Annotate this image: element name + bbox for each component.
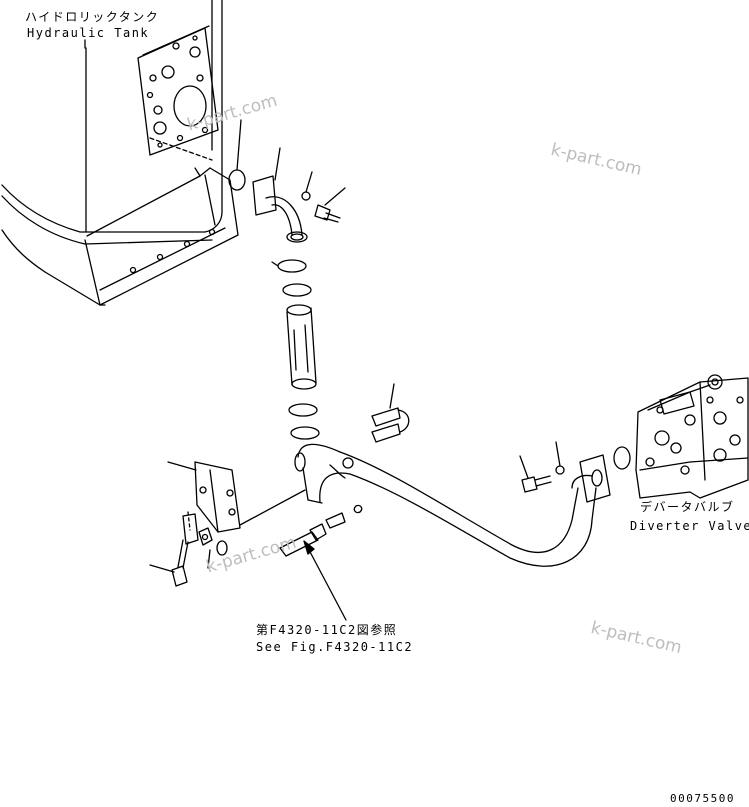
washer [555,465,565,475]
hose-clamp [282,283,312,297]
bolt-upper [314,187,346,223]
nut [198,527,213,546]
tank-flange-plate [137,25,219,161]
o-ring [613,446,631,470]
hose-fitting [371,383,410,443]
diverter-valve-label-en: Diverter Valve [630,519,749,533]
adapter-fitting [279,504,363,557]
bolt-lower [149,539,189,587]
right-elbow-flange [571,454,611,503]
see-figure-label-en: See Fig.F4320-11C2 [256,640,414,654]
o-ring [228,169,246,191]
diverter-valve-label-jp: デバータバルブ [640,500,735,514]
diverter-valve [635,374,749,499]
hose-clamp [290,426,320,440]
reference-arrow [303,540,347,621]
hose-clamp [288,403,318,417]
hydraulic-tank-label-jp: ハイドロリックタンク [25,10,160,24]
figure-number: 00075500 [670,792,735,805]
see-figure-label-jp: 第F4320-11C2図参照 [256,623,398,637]
washer [216,540,228,556]
pipe-bracket [167,461,306,545]
main-pipe [294,443,597,567]
hydraulic-tank [1,0,239,306]
hydraulic-tank-label-en: Hydraulic Tank [27,26,150,40]
bolt-right [519,455,552,493]
washer [301,191,311,201]
hose-clamp [277,259,307,273]
upper-elbow-fitting [252,147,308,243]
rubber-hose [286,304,317,390]
